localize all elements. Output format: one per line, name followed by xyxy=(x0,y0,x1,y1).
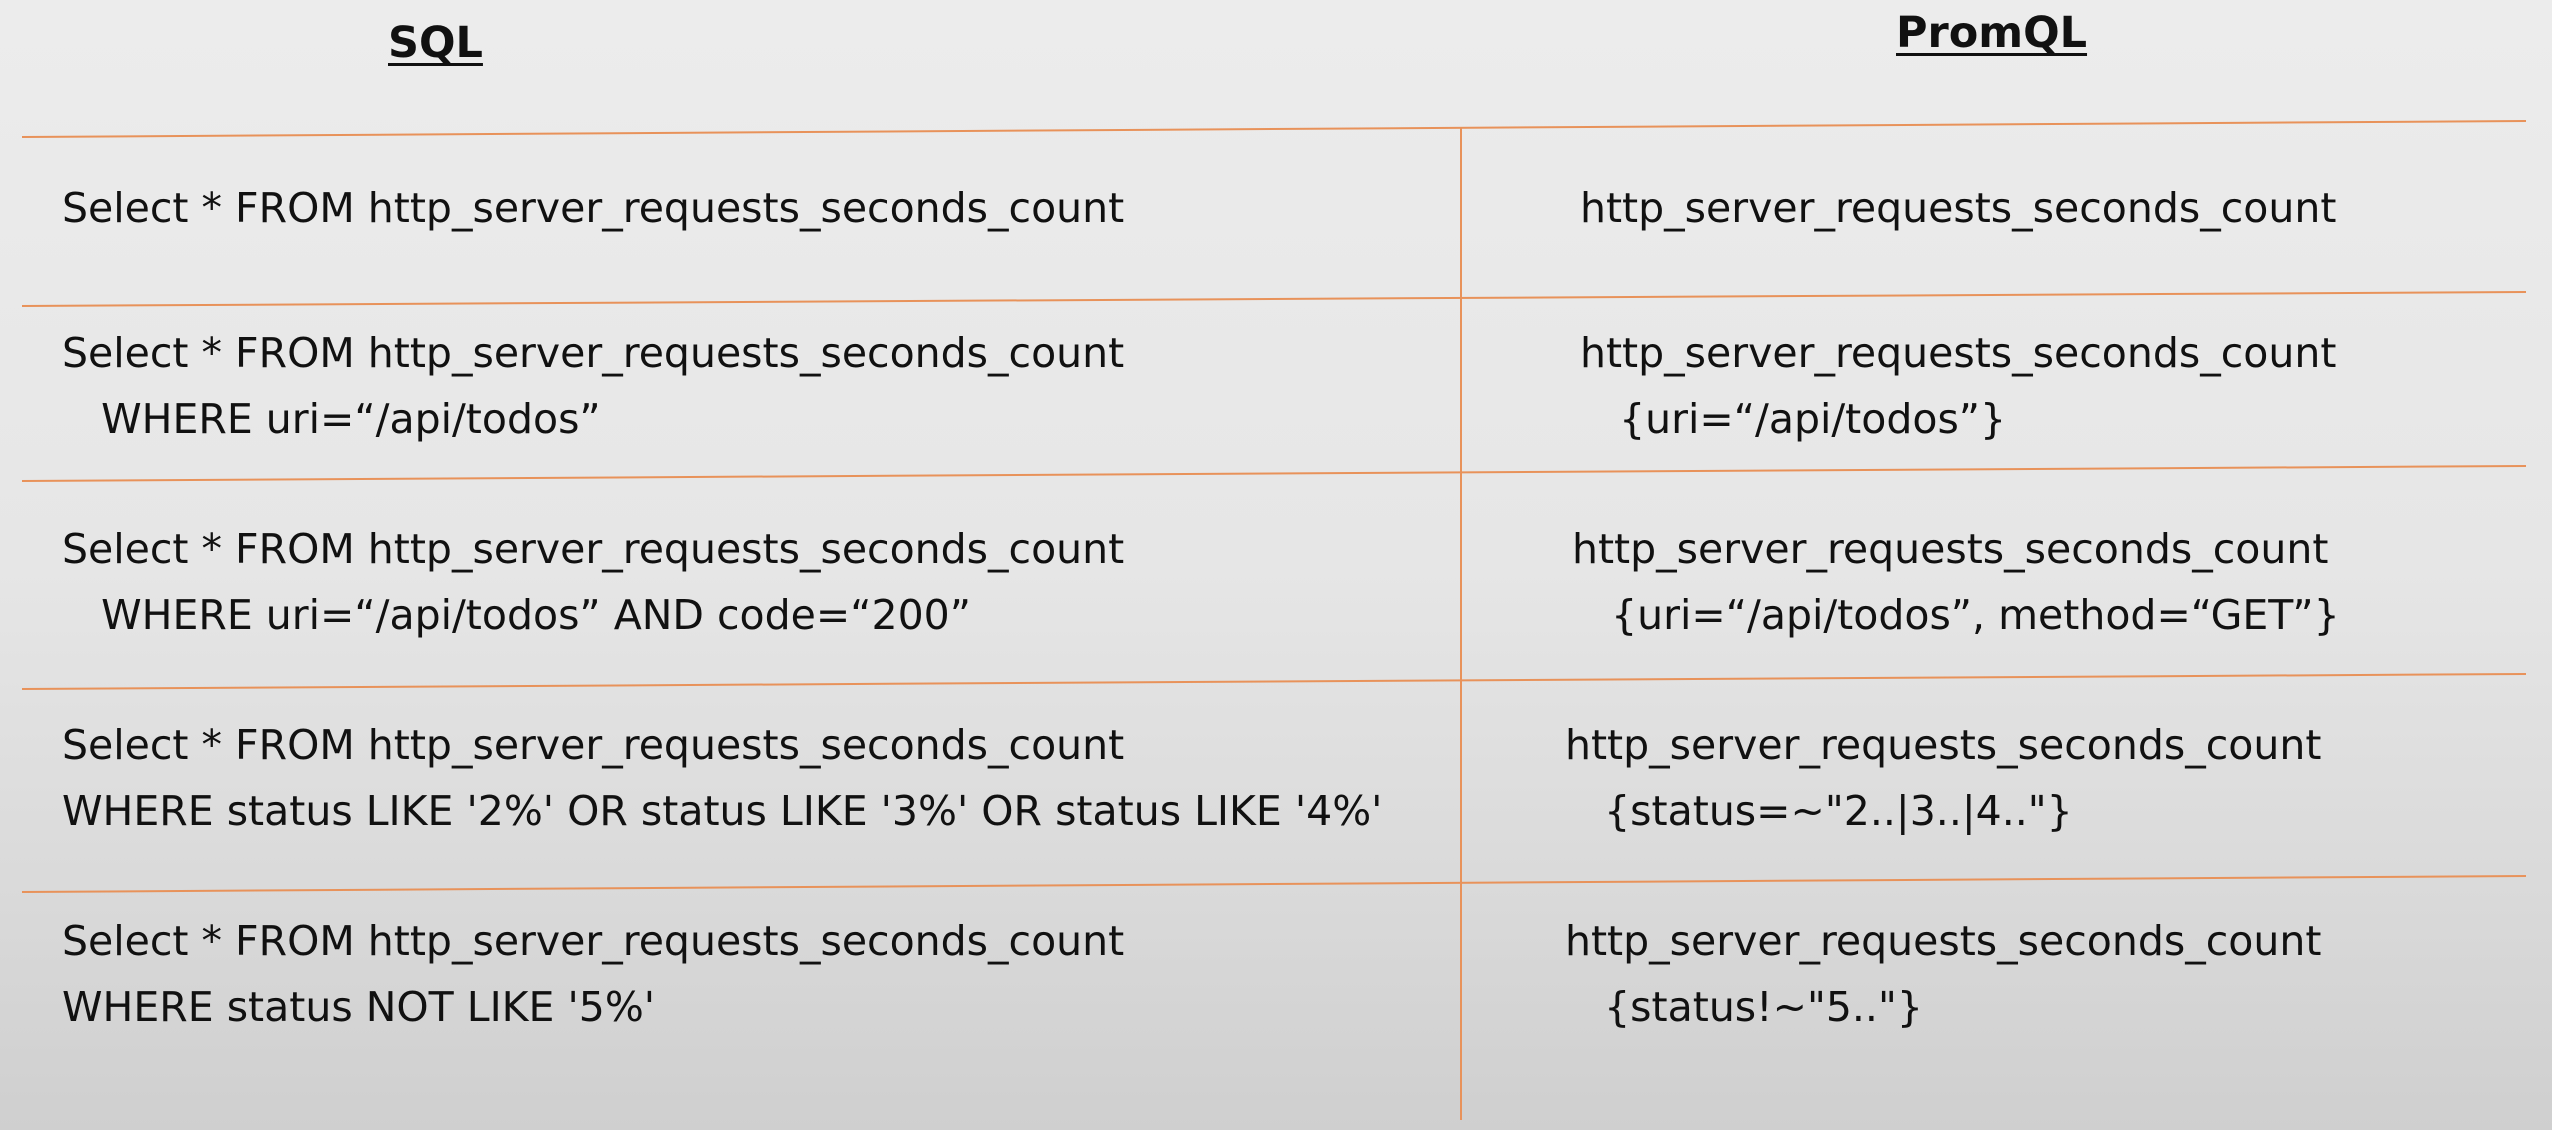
promql-cell-row-2: http_server_requests_seconds_count {uri=… xyxy=(1580,329,2337,443)
sql-cell-row-5: Select * FROM http_server_requests_secon… xyxy=(62,917,1125,1031)
row-rule-2 xyxy=(21,465,2527,482)
sql-cell-row-1: Select * FROM http_server_requests_secon… xyxy=(62,184,1125,232)
promql-cell-row-3: http_server_requests_seconds_count {uri=… xyxy=(1572,525,2340,639)
row-rule-4 xyxy=(21,875,2527,893)
promql-cell-row-5: http_server_requests_seconds_count {stat… xyxy=(1565,917,2322,1031)
row-rule-1 xyxy=(21,291,2527,307)
sql-cell-row-4: Select * FROM http_server_requests_secon… xyxy=(62,721,1383,835)
promql-cell-row-1: http_server_requests_seconds_count xyxy=(1580,184,2337,232)
promql-column-heading: PromQL xyxy=(1896,8,2088,58)
promql-cell-row-4: http_server_requests_seconds_count {stat… xyxy=(1565,721,2322,835)
row-rule-3 xyxy=(21,673,2527,690)
sql-cell-row-3: Select * FROM http_server_requests_secon… xyxy=(62,525,1125,639)
sql-column-heading: SQL xyxy=(388,18,483,68)
header-rule xyxy=(21,120,2527,138)
sql-cell-row-2: Select * FROM http_server_requests_secon… xyxy=(62,329,1125,443)
